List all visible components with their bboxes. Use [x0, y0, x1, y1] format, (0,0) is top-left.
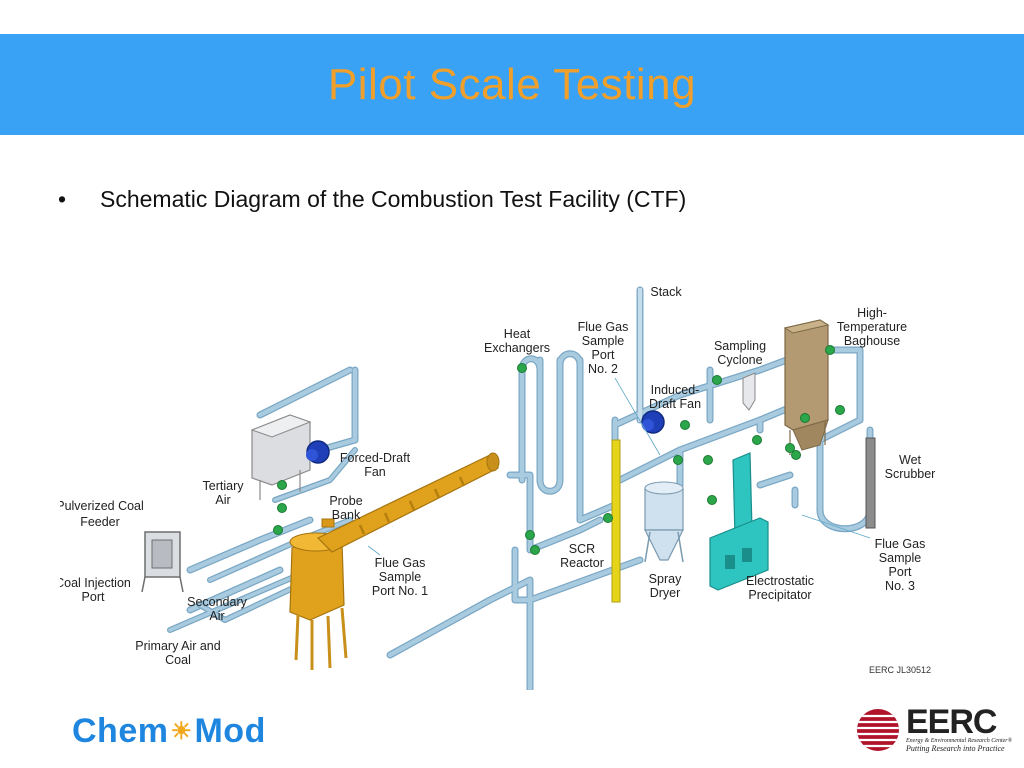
label-pulverized-coal-feeder: Pulverized Coal: [60, 499, 144, 513]
label-electrostatic-precipitator: Electrostatic: [746, 574, 814, 588]
eerc-globe-icon: [857, 708, 899, 751]
label-scr-reactor: SCR: [569, 542, 595, 556]
eerc-logo: EERC Energy & Environmental Research Cen…: [856, 703, 1013, 753]
svg-text:Feeder: Feeder: [80, 515, 120, 529]
label-coal-injection-port: Coal Injection: [60, 576, 131, 590]
label-forced-draft-fan: Forced-Draft: [340, 451, 411, 465]
coal-feeder: [141, 531, 184, 593]
stack-pipe: [638, 288, 642, 422]
svg-text:No. 3: No. 3: [885, 579, 915, 593]
svg-text:Port: Port: [592, 348, 615, 362]
eerc-logo-subtitle: Energy & Environmental Research Center®: [906, 738, 1013, 744]
diagram-labels: Stack Heat Exchangers Flue Gas Sample Po…: [60, 285, 935, 675]
spray-dryer: [644, 481, 684, 563]
svg-text:Sample: Sample: [379, 570, 421, 584]
label-secondary-air: Secondary: [187, 595, 248, 609]
svg-text:Reactor: Reactor: [560, 556, 604, 570]
svg-text:Dryer: Dryer: [650, 586, 681, 600]
svg-text:Baghouse: Baghouse: [844, 334, 900, 348]
forced-draft-fan: [306, 440, 330, 464]
label-wet-scrubber: Wet: [899, 453, 922, 467]
electrostatic-precipitator: [709, 452, 769, 591]
valves: [273, 345, 845, 555]
label-high-temperature-baghouse: High-: [857, 306, 887, 320]
label-flue-gas-sample-port-1: Flue Gas: [375, 556, 426, 570]
label-probe-bank: Probe: [329, 494, 362, 508]
label-heat-exchangers: Heat: [504, 327, 531, 341]
sampling-cyclone: [742, 372, 756, 411]
svg-text:Port: Port: [82, 590, 105, 604]
chemmod-logo: Chem ☀ Mod: [72, 712, 266, 751]
eerc-logo-tagline: Putting Research into Practice: [906, 744, 1005, 753]
label-tertiary-air: Tertiary: [203, 479, 245, 493]
svg-text:Cyclone: Cyclone: [717, 353, 762, 367]
svg-text:Air: Air: [209, 609, 224, 623]
svg-text:Precipitator: Precipitator: [748, 588, 811, 602]
svg-text:Coal: Coal: [165, 653, 191, 667]
slide-title: Pilot Scale Testing: [327, 59, 697, 109]
title-bar: Pilot Scale Testing: [0, 34, 1024, 135]
label-stack: Stack: [650, 285, 682, 299]
svg-text:Port: Port: [889, 565, 912, 579]
svg-text:Bank: Bank: [332, 508, 361, 522]
svg-text:Sample: Sample: [879, 551, 921, 565]
combustor-furnace: [289, 452, 500, 670]
forced-draft-baghouse: [250, 414, 312, 500]
leader-lines: [367, 377, 871, 556]
label-induced-draft-fan: Induced-: [651, 383, 700, 397]
yellow-column: [611, 439, 621, 603]
svg-text:Port No. 1: Port No. 1: [372, 584, 428, 598]
bullet-text: Schematic Diagram of the Combustion Test…: [100, 186, 687, 212]
eerc-logo-word: EERC: [906, 703, 997, 741]
bullet-item: • Schematic Diagram of the Combustion Te…: [58, 186, 686, 213]
high-temperature-baghouse: [783, 319, 830, 455]
induced-draft-fan: [641, 410, 665, 434]
svg-text:Sample: Sample: [582, 334, 624, 348]
svg-text:Exchangers: Exchangers: [484, 341, 550, 355]
ctf-schematic-diagram: Stack Heat Exchangers Flue Gas Sample Po…: [60, 285, 935, 690]
label-spray-dryer: Spray: [649, 572, 682, 586]
svg-text:Temperature: Temperature: [837, 320, 907, 334]
svg-text:Fan: Fan: [364, 465, 386, 479]
label-flue-gas-sample-port-3: Flue Gas: [875, 537, 926, 551]
label-sampling-cyclone: Sampling: [714, 339, 766, 353]
wet-scrubber: [865, 437, 876, 529]
svg-text:Air: Air: [215, 493, 230, 507]
bullet-marker: •: [58, 186, 67, 212]
diagram-reference-code: EERC JL30512: [869, 665, 931, 675]
chemmod-logo-left: Chem: [72, 712, 169, 750]
label-primary-air-and-coal: Primary Air and: [135, 639, 220, 653]
label-flue-gas-sample-port-2: Flue Gas: [578, 320, 629, 334]
svg-text:No. 2: No. 2: [588, 362, 618, 376]
chemmod-logo-right: Mod: [194, 712, 266, 750]
svg-text:Draft Fan: Draft Fan: [649, 397, 701, 411]
sun-icon: ☀: [170, 718, 193, 745]
svg-text:Scrubber: Scrubber: [885, 467, 936, 481]
